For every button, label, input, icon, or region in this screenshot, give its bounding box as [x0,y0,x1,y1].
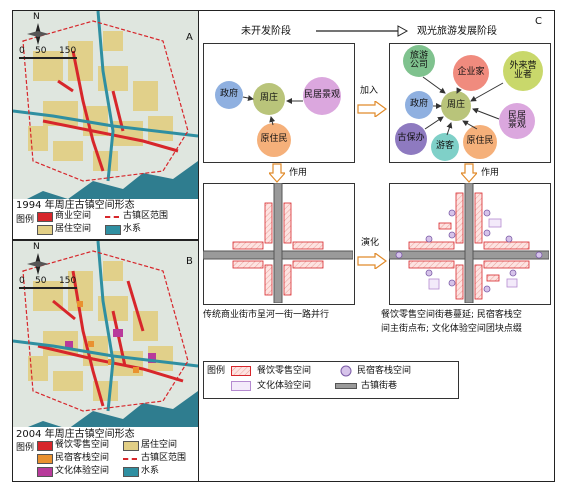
evolve-arrow-icon [357,253,387,269]
legend-label: 文化体验空间 [257,381,312,391]
legend-swatch-hostel-dot [340,365,352,377]
panel-c-label: C [535,16,542,27]
node-heritage-office: 古保办 [395,123,427,155]
stage-arrow-icon [316,25,409,37]
legend-label: 古镇区范围 [123,211,169,221]
legend-swatch-hostel [37,454,53,464]
north-arrow-icon: N [33,13,40,22]
map-a: A N 0 50 150 1994 年周庄古镇空间形态 图例 商业空间 古镇区范… [12,10,199,240]
legend-swatch-street [335,383,357,389]
legend-label: 民宿客栈空间 [55,453,110,463]
stage-left-title: 未开发阶段 [241,26,291,37]
caption-left: 传统商业街市呈河一街一路并行 [203,310,330,320]
node-folk-house: 民居景观 [303,77,341,115]
effect-arrow-right-icon [461,163,477,183]
legend-swatch-dining-hatch [231,366,251,376]
north-label: N [33,242,40,252]
node-outside-operator: 外来营业者 [503,51,543,91]
left-network-arrows [242,95,303,126]
legend-label: 居住空间 [55,224,92,234]
legend-label: 民宿客栈空间 [357,366,412,376]
node-entrepreneur: 企业家 [453,55,489,91]
legend-label: 文化体验空间 [55,466,110,476]
compass-icon [27,23,49,45]
node-residents: 原住民 [257,123,291,157]
map-a-legend-title: 图例 [16,215,35,225]
compass-icon [27,253,49,275]
node-government: 政府 [405,91,433,119]
legend-label: 古镇区范围 [141,453,187,463]
effect-label-right: 作用 [481,168,500,178]
join-arrow-icon [357,101,387,117]
node-tourists: 游客 [431,133,459,161]
legend-label: 水系 [141,466,160,476]
map-b: B N 0 50 150 2004 年周庄古镇空间形态 图例 餐饮零售空间 居住… [12,240,199,482]
node-zhouzhuang: 周庄 [441,91,471,121]
right-street-drawing [389,183,549,303]
map-b-legend-title: 图例 [16,443,35,453]
map-b-label: B [186,256,193,267]
node-government: 政府 [215,81,243,109]
legend-label: 古镇街巷 [361,381,398,391]
panel-c: C 未开发阶段 观光旅游发展阶段 政府 周庄 民居景观 原住民 加入 旅游公司 … [198,10,555,482]
legend-swatch-water [123,467,139,477]
legend-swatch-culture [37,467,53,477]
map-a-caption: 1994 年周庄古镇空间形态 [16,200,135,211]
map-a-label: A [186,32,193,43]
legend-swatch-residential [37,225,53,235]
stage-right-title: 观光旅游发展阶段 [417,26,497,37]
legend-label: 水系 [123,224,142,234]
left-street-drawing [203,183,353,303]
node-folk-house: 民居景观 [499,103,535,139]
panel-c-legend-title: 图例 [207,366,226,376]
north-label: N [33,12,40,22]
map-a-drawing [13,11,198,239]
legend-swatch-boundary [123,458,137,460]
legend-swatch-culture [231,381,251,391]
caption-right-line2: 间主街点布; 文化体验空间团块点缀 [381,324,522,334]
scale-bar: 0 50 150 [19,47,79,59]
node-zhouzhuang: 周庄 [253,83,285,115]
legend-swatch-commercial [37,212,53,222]
legend-label: 餐饮零售空间 [55,440,110,450]
scale-bar: 0 50 150 [19,277,79,289]
map-b-caption: 2004 年周庄古镇空间形态 [16,429,135,440]
legend-swatch-dining [37,441,53,451]
effect-arrow-left-icon [269,163,285,183]
legend-swatch-residential [123,441,139,451]
node-residents: 原住民 [463,125,497,159]
node-tourism-company: 旅游公司 [403,45,435,77]
caption-right-line1: 餐饮零售空间街巷蔓延; 民宿客栈空 [381,310,522,320]
right-network-arrows [422,76,504,136]
legend-label: 居住空间 [141,440,178,450]
legend-swatch-water [105,225,121,235]
evolve-label: 演化 [361,238,380,248]
effect-label-left: 作用 [289,168,308,178]
legend-label: 商业空间 [55,211,92,221]
legend-label: 餐饮零售空间 [257,366,312,376]
legend-swatch-boundary [105,216,119,218]
join-label: 加入 [360,86,379,96]
